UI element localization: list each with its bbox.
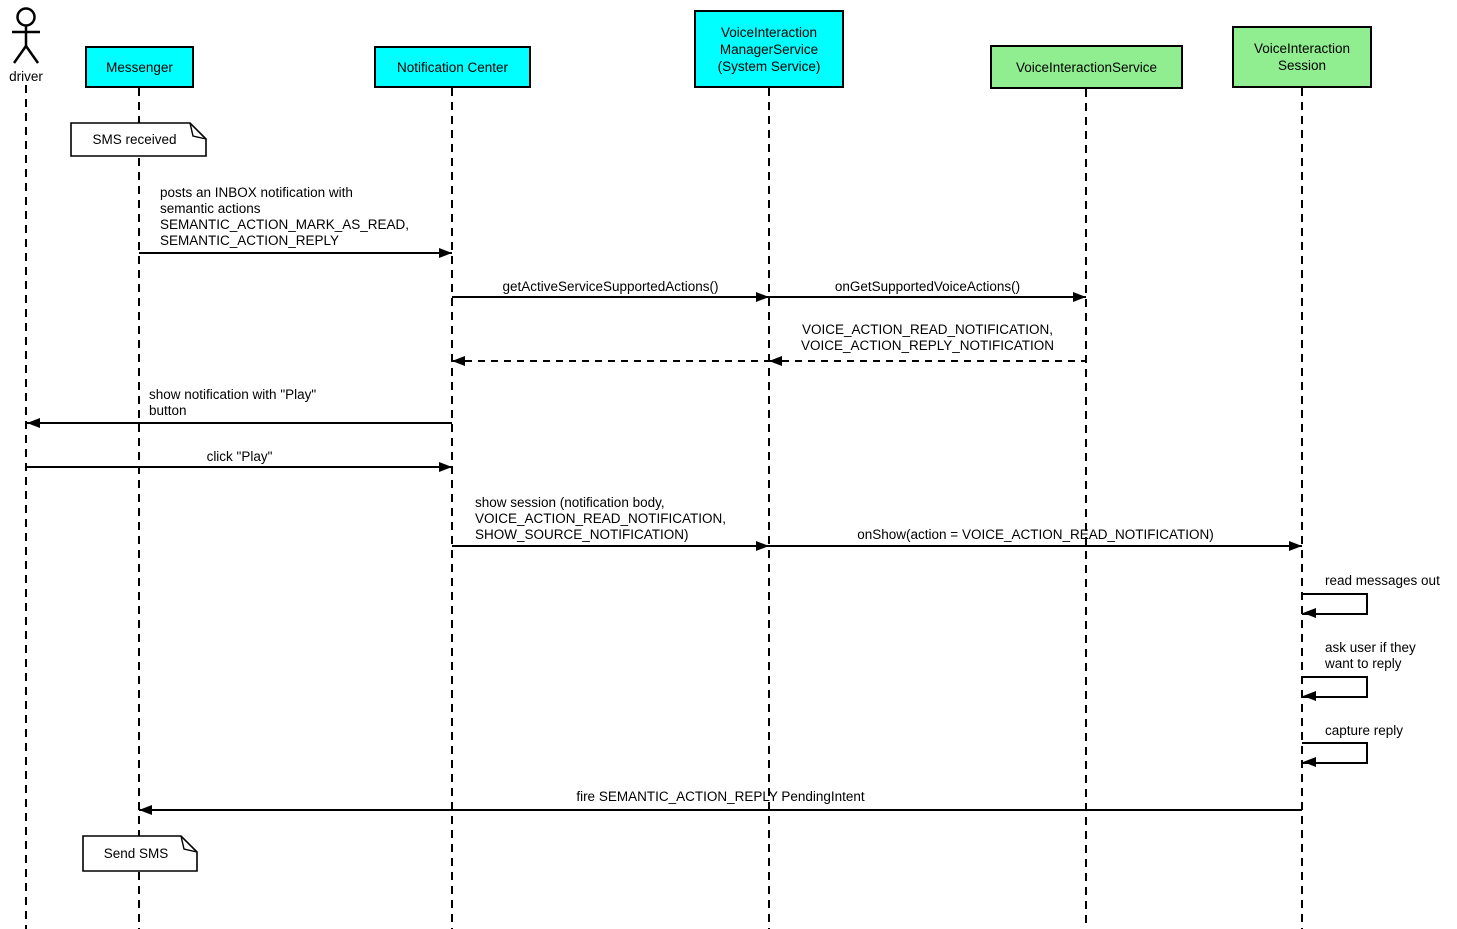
arrowhead-right-icon — [1289, 541, 1302, 551]
self-message-loop-read-messages-out — [1302, 593, 1368, 615]
arrowhead-left-icon — [1303, 608, 1316, 618]
message-label-show-notification-play-button: show notification with "Play" button — [149, 387, 317, 418]
message-label-capture-reply: capture reply — [1325, 723, 1404, 738]
message-label-click-play: click "Play" — [206, 449, 273, 464]
participant-voice-interaction-service: VoiceInteractionService — [990, 45, 1183, 89]
lifeline-voice-interaction-session — [1301, 88, 1303, 929]
arrowhead-left-icon — [27, 418, 40, 428]
lifeline-messenger — [138, 88, 140, 929]
lifeline-notification-center — [451, 88, 453, 929]
message-label-ask-user-to-reply: ask user if they want to reply — [1325, 640, 1416, 671]
message-label-voice-actions-return: VOICE_ACTION_READ_NOTIFICATION, VOICE_AC… — [800, 322, 1055, 353]
message-arrow-on-show — [769, 545, 1302, 547]
message-label-get-active-service-supported-actions: getActiveServiceSupportedActions() — [502, 279, 719, 294]
actor-driver-label: driver — [9, 69, 43, 84]
message-arrow-posts-inbox-notification — [139, 252, 452, 254]
arrowhead-right-icon — [439, 462, 452, 472]
arrowhead-left-icon — [1303, 757, 1316, 767]
participant-voice-interaction-session: VoiceInteraction Session — [1232, 26, 1372, 88]
arrowhead-right-icon — [756, 292, 769, 302]
message-arrow-show-notification-play-button — [27, 422, 452, 424]
note-sms-received: SMS received — [70, 122, 207, 157]
message-label-show-session: show session (notification body, VOICE_A… — [475, 495, 727, 542]
arrowhead-right-icon — [1073, 292, 1086, 302]
lifeline-driver — [25, 85, 27, 929]
message-arrow-click-play — [27, 466, 452, 468]
lifeline-voice-interaction-service — [1085, 89, 1087, 929]
arrowhead-right-icon — [756, 541, 769, 551]
note-send-sms-text: Send SMS — [103, 846, 169, 861]
message-arrow-on-get-supported-voice-actions — [769, 296, 1086, 298]
message-arrow-show-session — [452, 545, 769, 547]
participant-messenger: Messenger — [85, 46, 194, 88]
message-arrow-fire-semantic-action-reply — [139, 809, 1302, 811]
participant-notification-center: Notification Center — [374, 46, 531, 88]
arrowhead-left-icon — [769, 356, 782, 366]
note-sms-received-text: SMS received — [92, 132, 177, 147]
self-message-loop-capture-reply — [1302, 742, 1368, 764]
participant-voice-interaction-manager-service: VoiceInteraction ManagerService (System … — [694, 10, 844, 88]
message-arrow-get-active-service-supported-actions — [452, 296, 769, 298]
message-label-read-messages-out: read messages out — [1325, 573, 1440, 588]
arrowhead-right-icon — [439, 248, 452, 258]
message-arrow-voice-actions-return — [769, 360, 1086, 362]
arrowhead-left-icon — [1303, 691, 1316, 701]
message-label-on-show: onShow(action = VOICE_ACTION_READ_NOTIFI… — [857, 527, 1214, 542]
arrowhead-left-icon — [452, 356, 465, 366]
message-label-fire-semantic-action-reply: fire SEMANTIC_ACTION_REPLY PendingIntent — [576, 789, 865, 804]
self-message-loop-ask-user-to-reply — [1302, 676, 1368, 698]
lifeline-voice-interaction-manager-service — [768, 88, 770, 929]
message-arrow-return-to-notification-center — [452, 360, 769, 362]
arrowhead-left-icon — [139, 805, 152, 815]
message-label-on-get-supported-voice-actions: onGetSupportedVoiceActions() — [834, 279, 1021, 294]
message-label-posts-inbox-notification: posts an INBOX notification with semanti… — [160, 185, 410, 248]
note-send-sms: Send SMS — [82, 835, 198, 872]
actor-driver-figure — [4, 5, 50, 67]
